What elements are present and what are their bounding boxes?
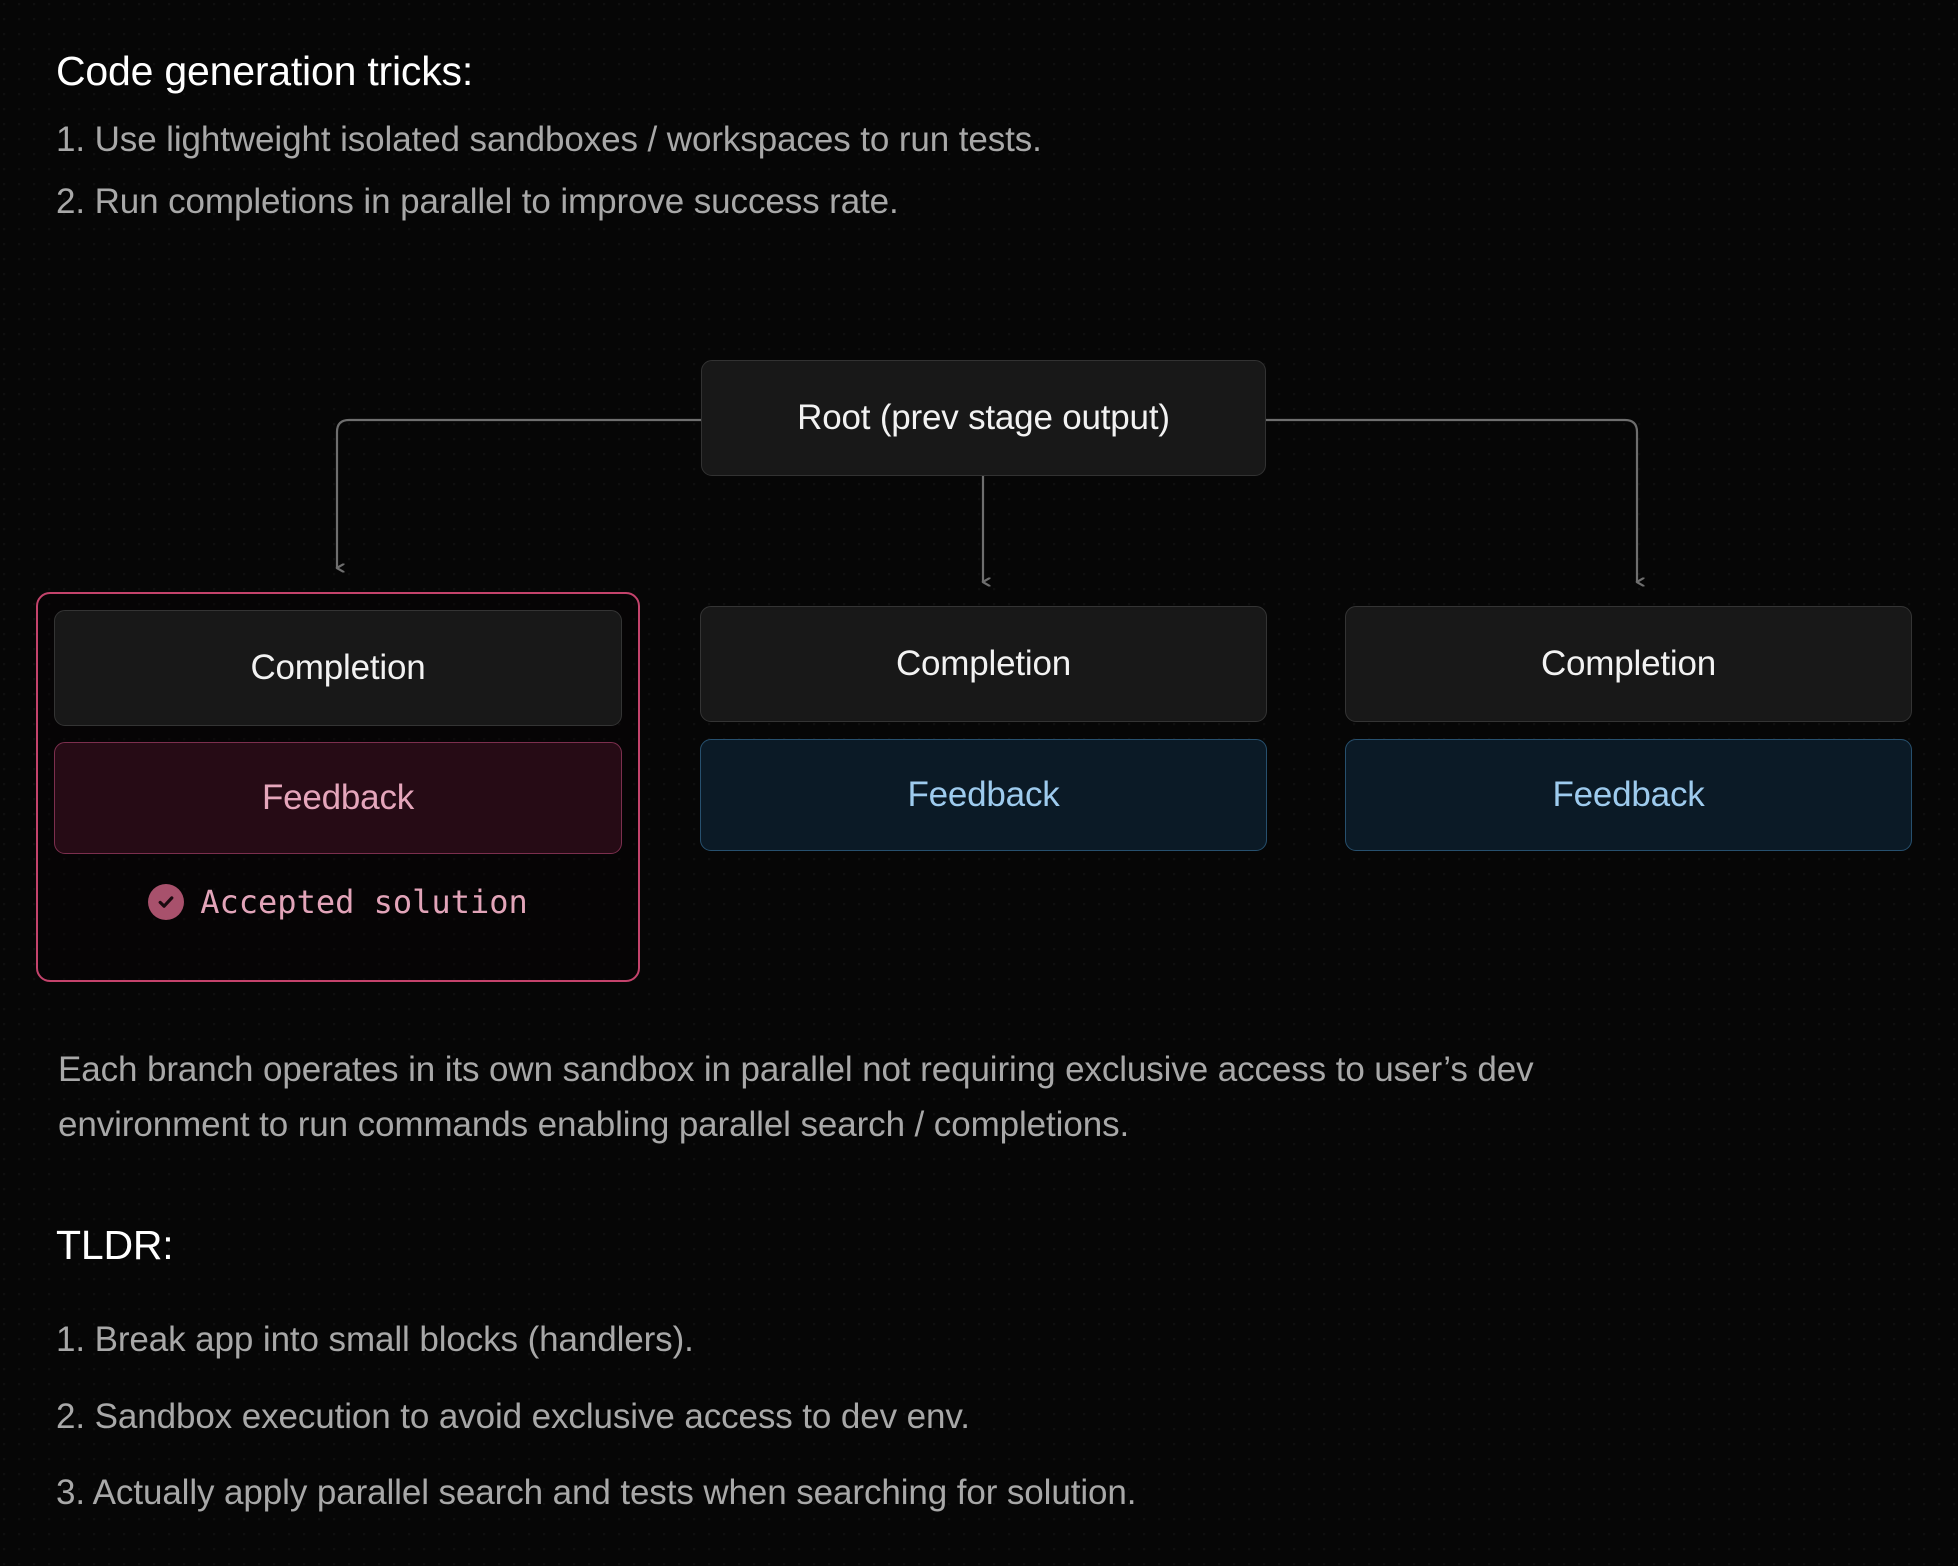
node-completion-2-label: Completion bbox=[895, 644, 1072, 683]
node-feedback-3-label: Feedback bbox=[1552, 775, 1705, 814]
connector-root-to-branch-1 bbox=[337, 418, 701, 568]
node-feedback-1[interactable]: Feedback bbox=[54, 742, 622, 854]
node-feedback-1-label: Feedback bbox=[261, 778, 415, 817]
check-circle-icon bbox=[148, 884, 185, 920]
tldr-item-3: 3. Actually apply parallel search and te… bbox=[56, 1473, 1137, 1512]
node-completion-1-label: Completion bbox=[250, 648, 426, 687]
tldr-item-1: 1. Break app into small blocks (handlers… bbox=[56, 1320, 694, 1359]
tricks-item-1: 1. Use lightweight isolated sandboxes / … bbox=[56, 120, 1042, 159]
node-feedback-2[interactable]: Feedback bbox=[700, 739, 1267, 851]
diagram-caption: Each branch operates in its own sandbox … bbox=[58, 1050, 1534, 1144]
branch-card-2[interactable]: Completion Feedback bbox=[700, 606, 1267, 851]
node-completion-3-label: Completion bbox=[1540, 644, 1717, 683]
connector-root-to-branch-3 bbox=[1266, 418, 1637, 582]
branch-card-selected[interactable]: Completion Feedback Accepted solution bbox=[36, 592, 640, 982]
tldr-heading: TLDR: bbox=[56, 1222, 174, 1268]
node-root-label: Root (prev stage output) bbox=[797, 398, 1170, 437]
accepted-solution-status: Accepted solution bbox=[54, 854, 622, 950]
page-title: Code generation tricks: bbox=[56, 48, 474, 94]
accepted-solution-label: Accepted solution bbox=[200, 883, 528, 921]
tldr-item-2: 2. Sandbox execution to avoid exclusive … bbox=[56, 1397, 970, 1436]
node-completion-3[interactable]: Completion bbox=[1345, 606, 1912, 722]
node-completion-1[interactable]: Completion bbox=[54, 610, 622, 726]
node-feedback-3[interactable]: Feedback bbox=[1345, 739, 1912, 851]
node-feedback-2-label: Feedback bbox=[907, 775, 1060, 814]
node-root[interactable]: Root (prev stage output) bbox=[701, 360, 1266, 476]
node-completion-2[interactable]: Completion bbox=[700, 606, 1267, 722]
tricks-item-2: 2. Run completions in parallel to improv… bbox=[56, 182, 899, 221]
branch-card-3[interactable]: Completion Feedback bbox=[1345, 606, 1912, 851]
